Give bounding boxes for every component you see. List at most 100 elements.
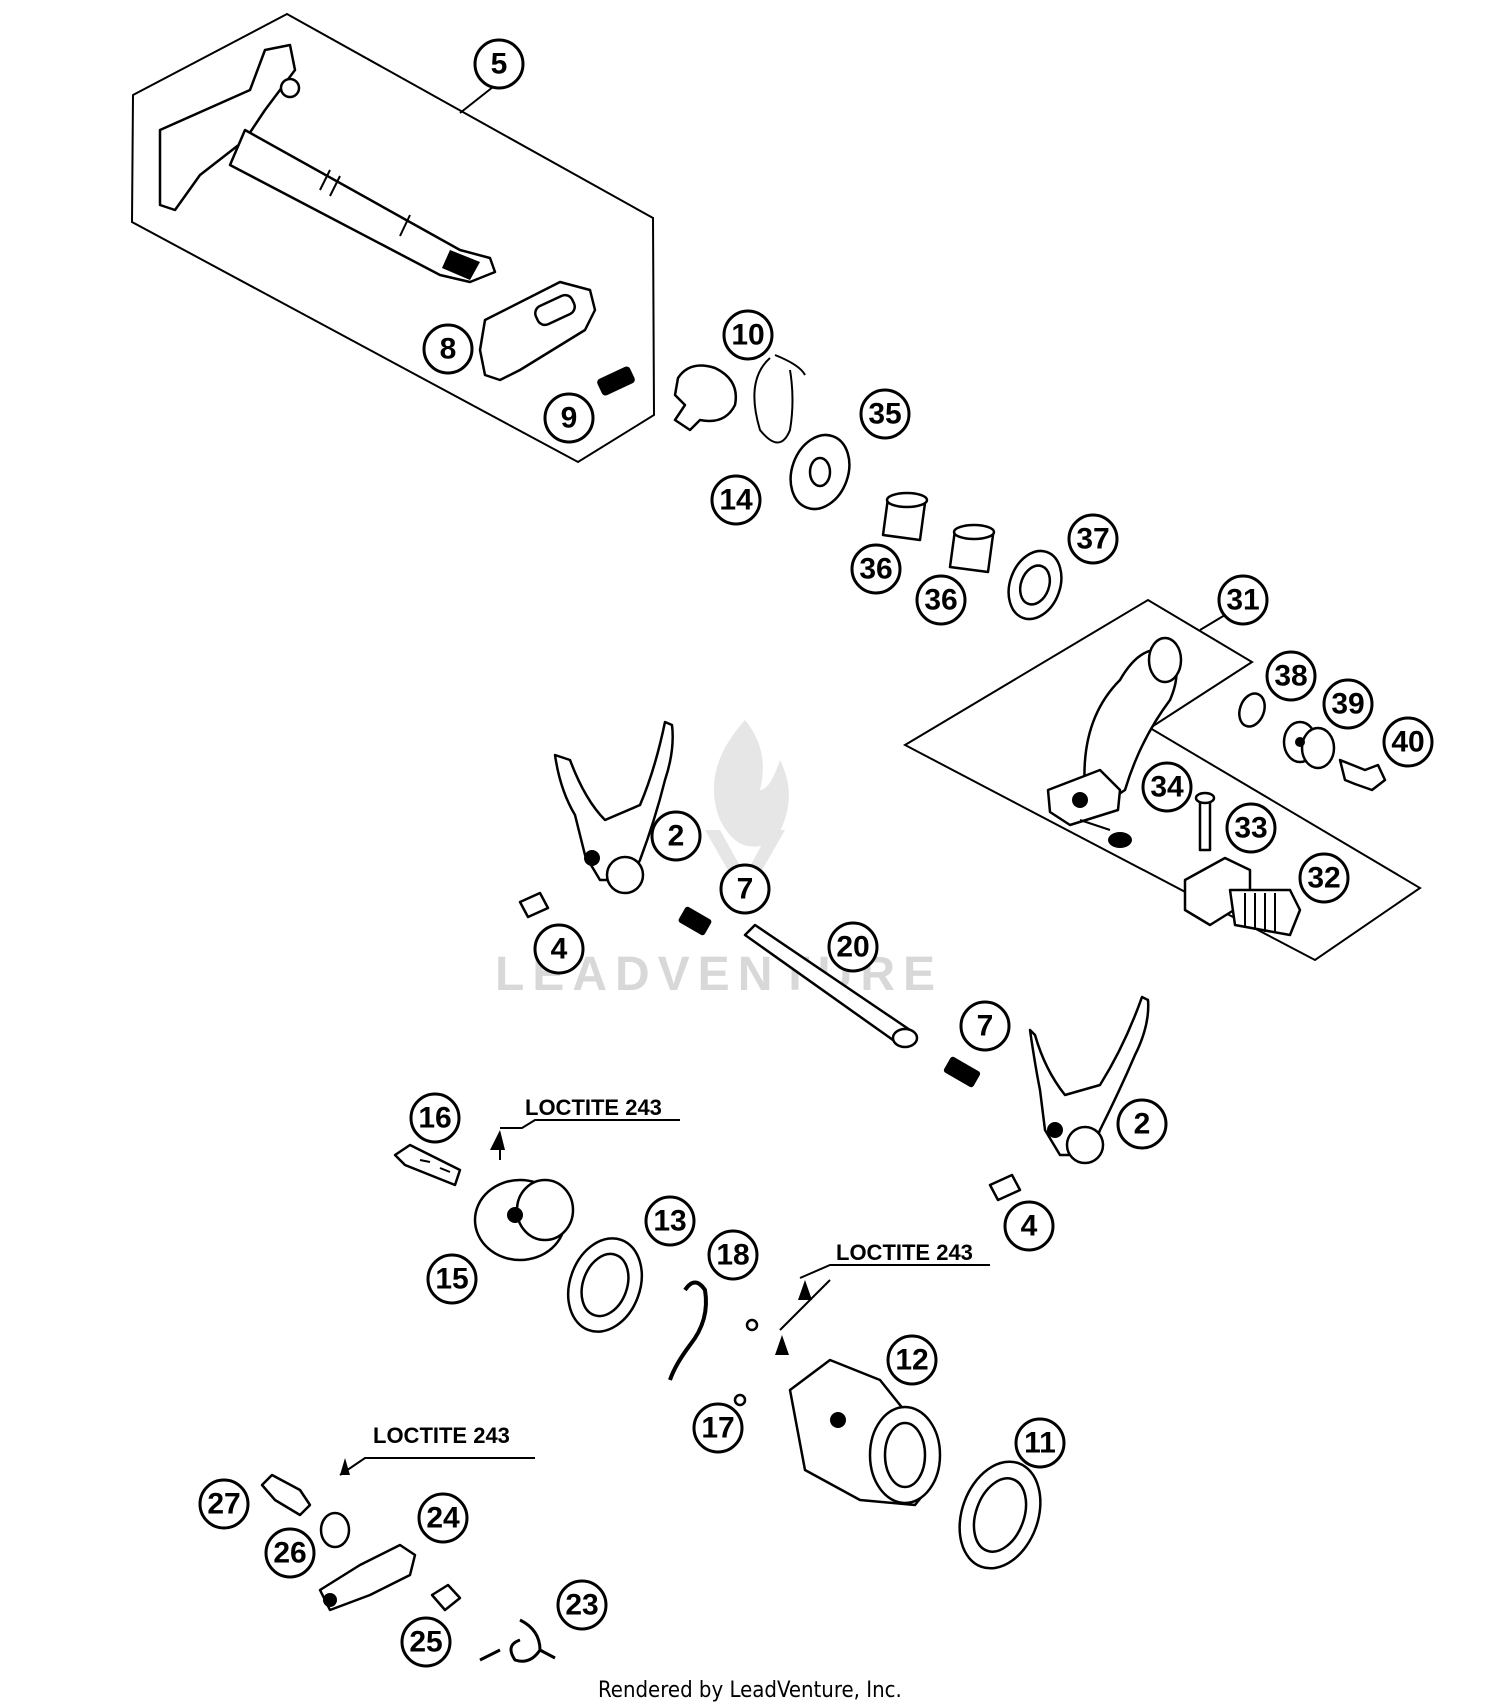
spring-7-upper bbox=[678, 906, 712, 936]
callout-35: 35 bbox=[859, 388, 911, 440]
svg-text:4: 4 bbox=[551, 933, 568, 966]
svg-text:23: 23 bbox=[565, 1589, 598, 1622]
callout-10: 10 bbox=[722, 309, 774, 361]
spring-9 bbox=[597, 366, 635, 396]
clip-part bbox=[673, 364, 738, 432]
callout-20: 20 bbox=[827, 921, 879, 973]
render-credit: Rendered by LeadVenture, Inc. bbox=[598, 1678, 902, 1703]
callout-9: 9 bbox=[543, 392, 595, 444]
spring-23 bbox=[479, 1618, 556, 1663]
svg-text:10: 10 bbox=[731, 319, 764, 352]
svg-text:5: 5 bbox=[491, 48, 508, 81]
svg-text:7: 7 bbox=[977, 1010, 994, 1043]
pin-4-lower bbox=[988, 1173, 1022, 1202]
callout-23: 23 bbox=[556, 1579, 608, 1631]
shift-fork-upper bbox=[553, 720, 674, 895]
svg-text:16: 16 bbox=[418, 1102, 451, 1135]
svg-text:11: 11 bbox=[1024, 1427, 1056, 1460]
svg-text:35: 35 bbox=[868, 398, 901, 431]
callout-4-lower: 4 bbox=[1003, 1200, 1055, 1252]
callout-5: 5 bbox=[473, 38, 525, 90]
callout-31: 31 bbox=[1217, 574, 1269, 626]
plate-8 bbox=[478, 280, 597, 382]
washer-38 bbox=[1238, 692, 1266, 728]
callout-40: 40 bbox=[1382, 716, 1434, 768]
svg-text:2: 2 bbox=[1134, 1108, 1151, 1141]
callout-4-upper: 4 bbox=[533, 923, 585, 975]
shift-lever bbox=[1046, 636, 1183, 827]
callout-7-lower: 7 bbox=[959, 1000, 1011, 1052]
svg-text:4: 4 bbox=[1021, 1210, 1038, 1243]
loctite-note-1: LOCTITE 243 bbox=[525, 1095, 662, 1120]
callout-8: 8 bbox=[422, 323, 474, 375]
callout-26: 26 bbox=[264, 1527, 316, 1579]
svg-text:39: 39 bbox=[1331, 688, 1364, 721]
svg-text:9: 9 bbox=[561, 402, 578, 435]
roller-25 bbox=[430, 1583, 462, 1612]
svg-text:40: 40 bbox=[1391, 726, 1424, 759]
screws-17 bbox=[733, 1280, 812, 1407]
svg-text:33: 33 bbox=[1234, 812, 1267, 845]
svg-text:24: 24 bbox=[426, 1502, 460, 1535]
bolt-40 bbox=[1338, 758, 1387, 792]
callout-32: 32 bbox=[1298, 852, 1350, 904]
svg-text:14: 14 bbox=[719, 484, 753, 517]
callout-24: 24 bbox=[417, 1492, 469, 1544]
callout-12: 12 bbox=[886, 1334, 938, 1386]
svg-text:37: 37 bbox=[1076, 523, 1109, 556]
callout-36-b: 36 bbox=[915, 574, 967, 626]
bolt-16 bbox=[393, 1143, 462, 1187]
callout-2-upper: 2 bbox=[650, 810, 702, 862]
callout-36-a: 36 bbox=[850, 543, 902, 595]
pin-4-upper bbox=[518, 891, 550, 919]
bolt-33 bbox=[1198, 798, 1212, 852]
callout-14: 14 bbox=[710, 474, 762, 526]
svg-text:17: 17 bbox=[701, 1412, 734, 1445]
shift-drum-segment-15 bbox=[473, 1178, 575, 1262]
svg-text:26: 26 bbox=[273, 1537, 306, 1570]
callout-2-lower: 2 bbox=[1116, 1098, 1168, 1150]
callout-33: 33 bbox=[1225, 802, 1277, 854]
shift-drum-12 bbox=[788, 1358, 942, 1507]
svg-text:20: 20 bbox=[836, 931, 869, 964]
svg-text:25: 25 bbox=[409, 1626, 442, 1659]
svg-text:31: 31 bbox=[1226, 584, 1259, 617]
callout-25: 25 bbox=[400, 1616, 452, 1668]
loctite-note-3: LOCTITE 243 bbox=[373, 1423, 510, 1448]
lever-24 bbox=[318, 1543, 417, 1612]
callout-13: 13 bbox=[644, 1195, 696, 1247]
loctite-note-2: LOCTITE 243 bbox=[836, 1240, 973, 1265]
washer-26 bbox=[319, 1511, 351, 1549]
svg-text:32: 32 bbox=[1307, 862, 1340, 895]
clip-18 bbox=[668, 1280, 708, 1381]
svg-text:13: 13 bbox=[653, 1205, 686, 1238]
svg-text:12: 12 bbox=[895, 1344, 928, 1377]
svg-text:2: 2 bbox=[668, 820, 685, 853]
svg-text:27: 27 bbox=[207, 1488, 240, 1521]
nut-39 bbox=[1282, 720, 1336, 770]
callout-27: 27 bbox=[198, 1478, 250, 1530]
shift-shaft bbox=[158, 43, 497, 284]
svg-text:15: 15 bbox=[435, 1263, 468, 1296]
spring-clip-14 bbox=[753, 354, 806, 444]
callout-7-upper: 7 bbox=[719, 863, 771, 915]
callout-16: 16 bbox=[409, 1092, 461, 1144]
callout-17: 17 bbox=[692, 1402, 744, 1454]
svg-text:18: 18 bbox=[716, 1239, 749, 1272]
spring-7-lower bbox=[943, 1056, 981, 1088]
callout-15: 15 bbox=[426, 1253, 478, 1305]
callout-38: 38 bbox=[1265, 650, 1317, 702]
pin-34 bbox=[1108, 832, 1132, 848]
svg-text:8: 8 bbox=[440, 333, 457, 366]
callout-37: 37 bbox=[1067, 513, 1119, 565]
svg-text:7: 7 bbox=[737, 873, 754, 906]
bushings-36 bbox=[881, 491, 996, 574]
svg-text:36: 36 bbox=[859, 553, 892, 586]
shift-fork-lower bbox=[1028, 995, 1150, 1165]
svg-text:36: 36 bbox=[924, 584, 957, 617]
bolt-27 bbox=[260, 1473, 312, 1517]
svg-text:34: 34 bbox=[1150, 771, 1184, 804]
callout-39: 39 bbox=[1322, 678, 1374, 730]
callout-34: 34 bbox=[1141, 761, 1193, 813]
group-box-5 bbox=[130, 12, 656, 464]
